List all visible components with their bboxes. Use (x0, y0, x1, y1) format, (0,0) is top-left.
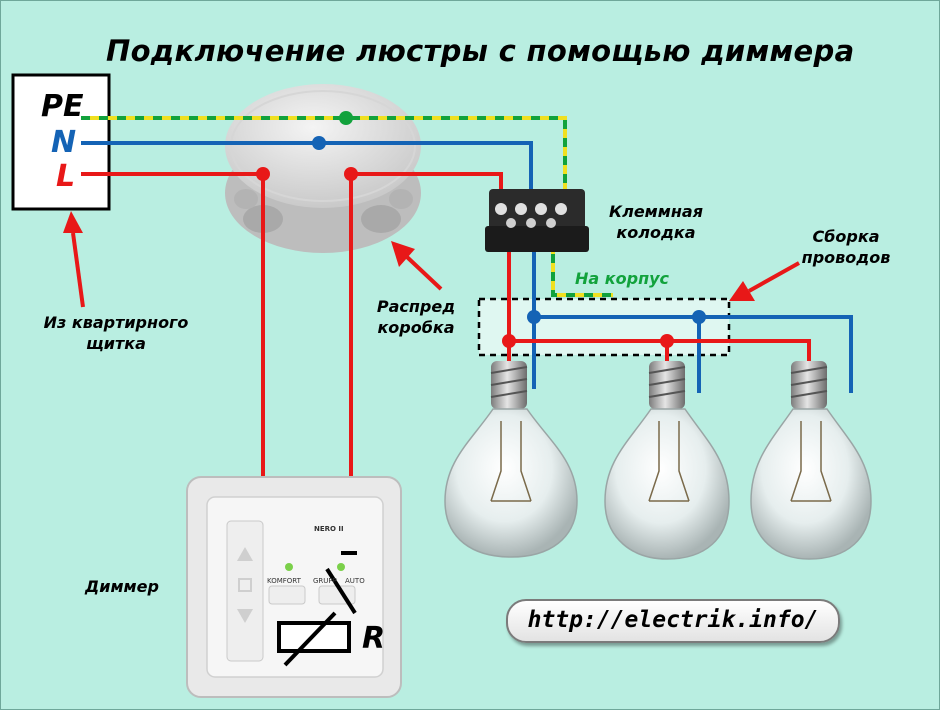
bulb-2 (604, 361, 730, 560)
resistor-label: R (362, 621, 386, 656)
bulb-3 (750, 361, 872, 560)
junction-box-label: Распред коробка (376, 297, 456, 337)
wire-bundle-label: Сборка проводов (801, 227, 891, 267)
pe-ground-wire (81, 116, 613, 297)
page-title: Подключение люстры с помощью диммера (106, 34, 855, 68)
pointer-arrows (63, 211, 800, 308)
dimmer-brand: NERO II (314, 525, 344, 533)
bulb-1 (444, 361, 578, 558)
l-label: L (56, 159, 76, 194)
url-text: http://electrik.info/ (527, 607, 819, 633)
variable-resistor-symbol (277, 611, 351, 667)
to-body-label: На корпус (575, 269, 670, 288)
neutral-wire (81, 141, 853, 393)
url-badge[interactable]: http://electrik.info/ (506, 599, 840, 643)
dimmer-auto-label: AUTO (345, 577, 365, 585)
pe-label: PE (41, 89, 84, 124)
dimmer-plate (186, 476, 402, 698)
switch-symbol (325, 551, 357, 615)
dimmer-komfort-label: KOMFORT (267, 577, 301, 585)
from-panel-label: Из квартирного щитка (43, 313, 189, 353)
terminal-block (485, 189, 589, 252)
junction-box (225, 84, 421, 253)
n-label: N (51, 125, 77, 160)
terminal-block-label: Клеммная колодка (609, 202, 703, 242)
dimmer-label: Диммер (85, 577, 159, 596)
wire-bundle-frame (477, 297, 731, 357)
dimmer-group-label: GRUPP (313, 577, 337, 585)
